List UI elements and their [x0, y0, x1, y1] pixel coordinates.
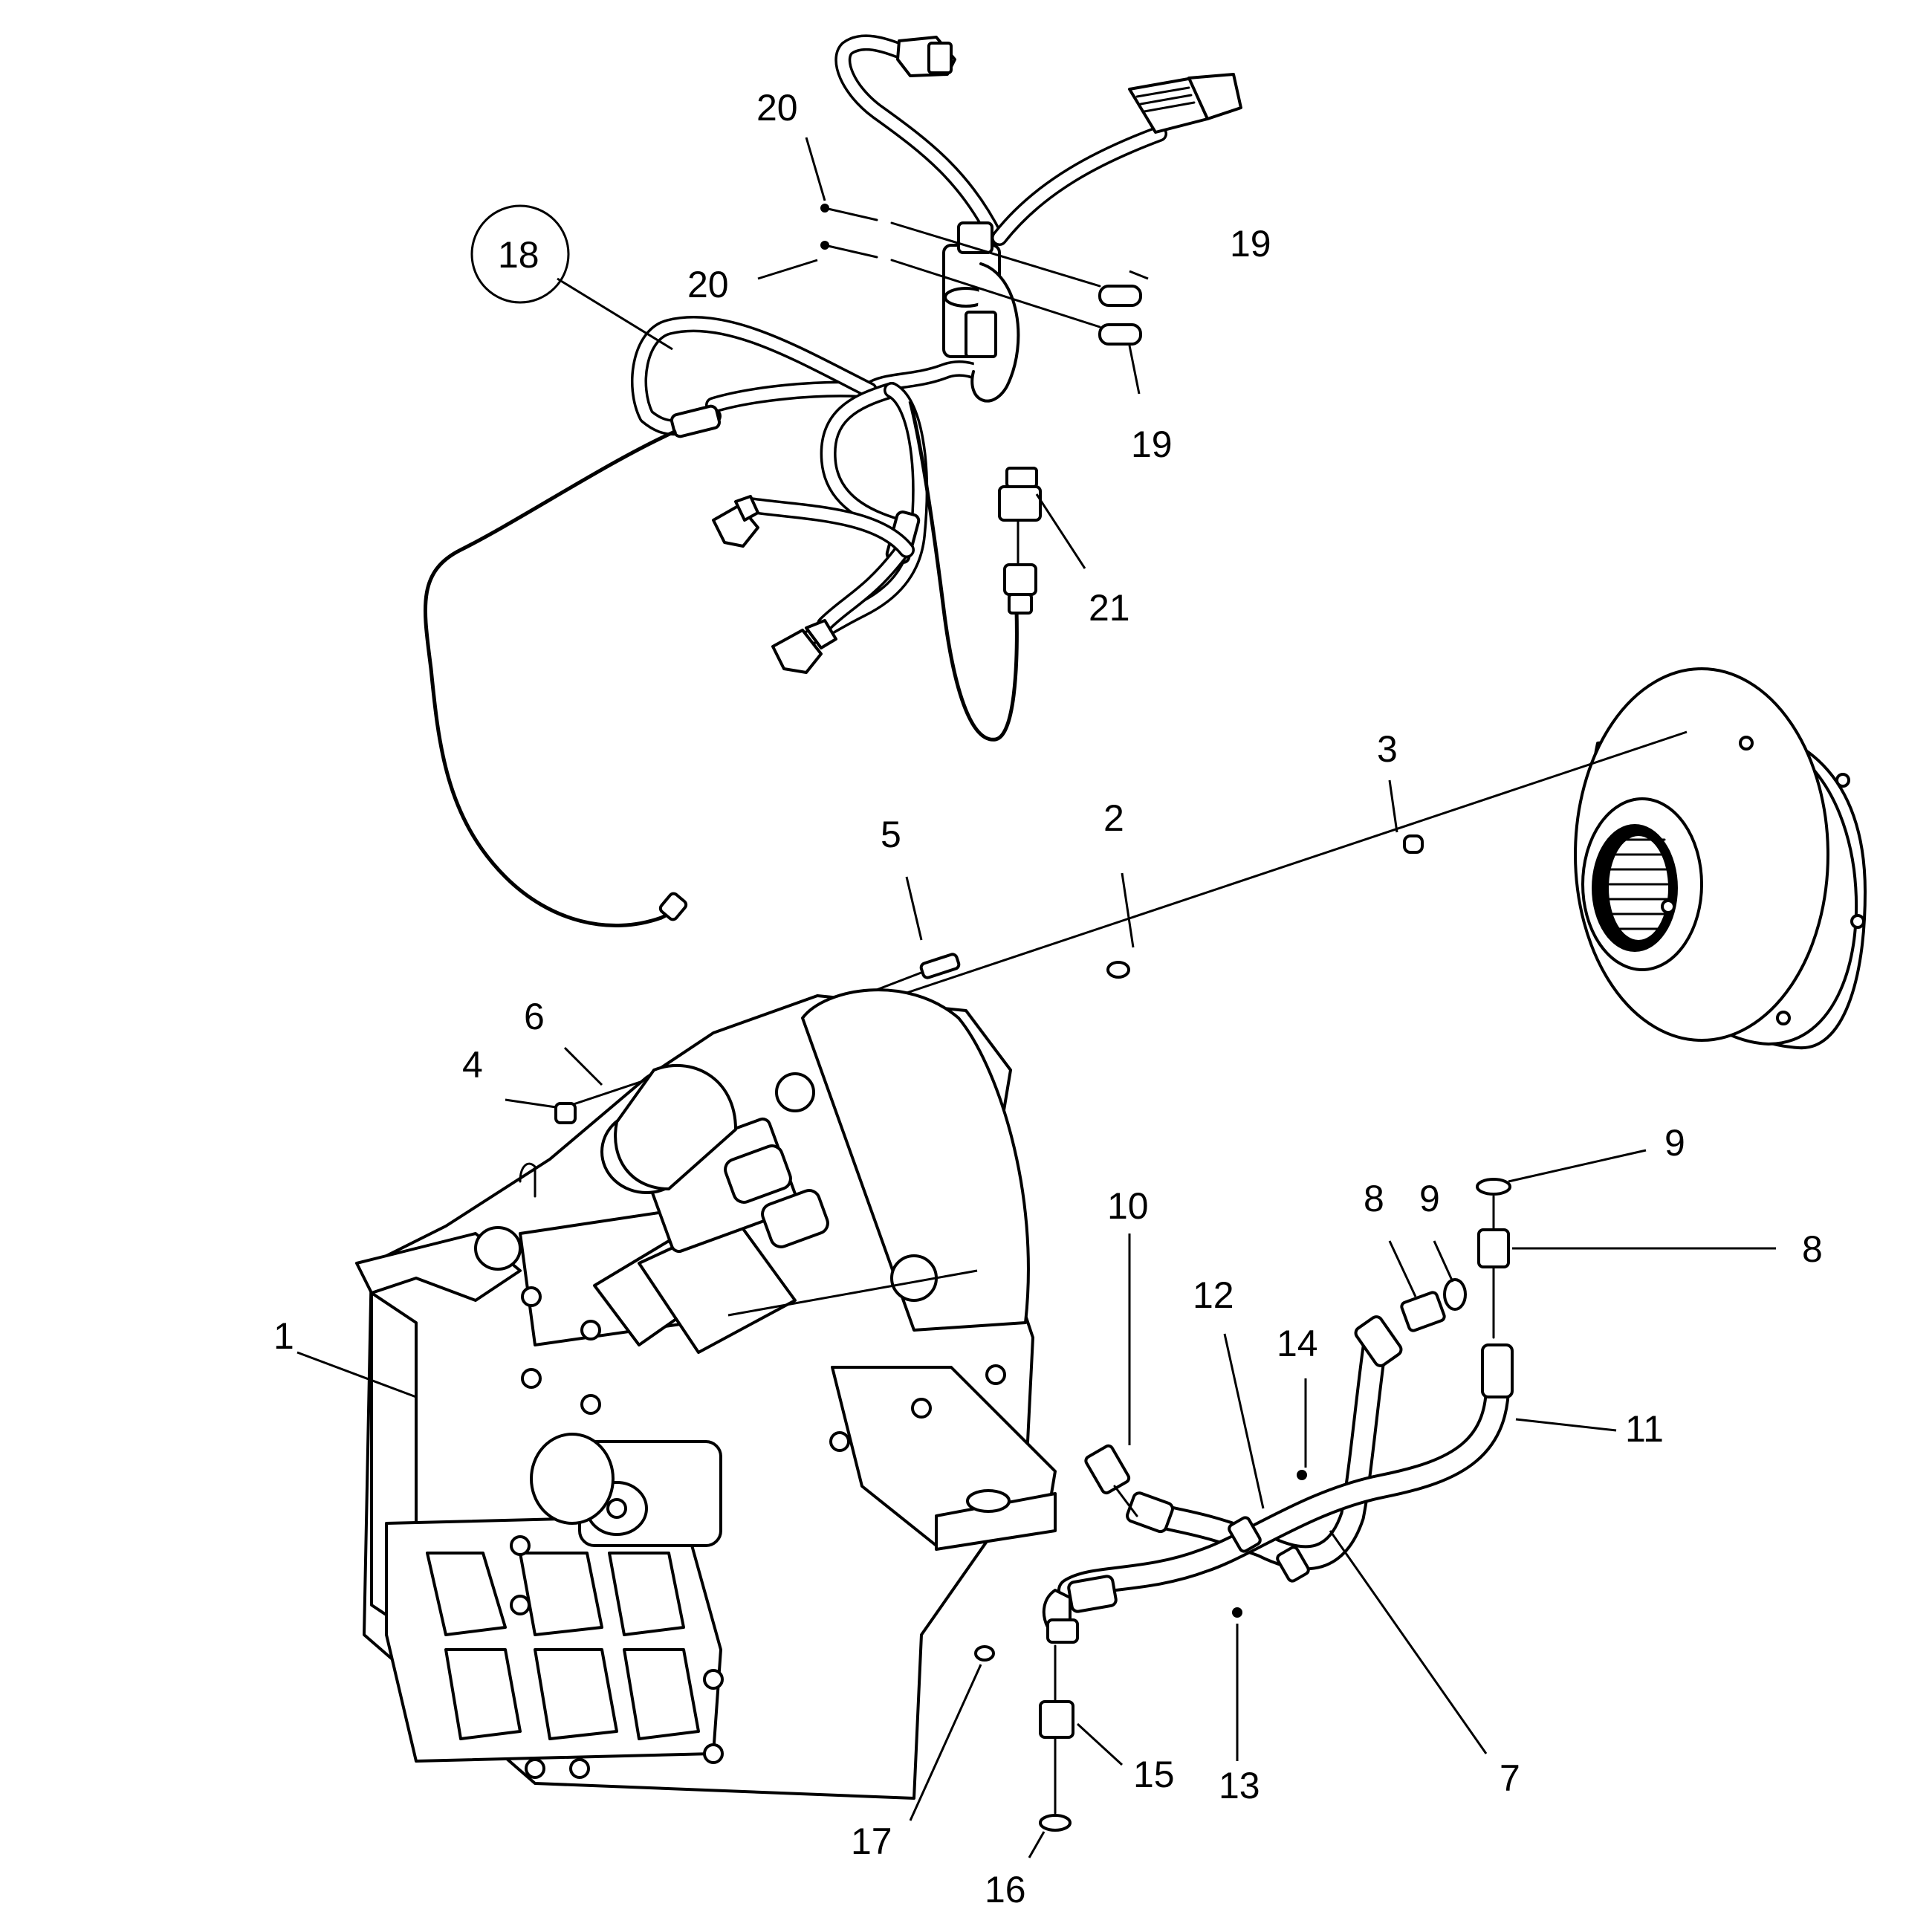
wiring-harness: [423, 34, 1242, 927]
screws-and-spacers: [820, 204, 1142, 346]
callout-labels: 1 2 3 4 5 6 7 8 8 9 9 10 11 12 13 14 15 …: [273, 87, 1823, 1910]
callout-5: 5: [881, 814, 901, 855]
callout-9a: 9: [1419, 1178, 1440, 1219]
oil-hoses: [974, 1178, 1514, 1832]
callout-12: 12: [1193, 1274, 1234, 1316]
callout-20a: 20: [756, 87, 798, 129]
callout-7: 7: [1500, 1757, 1520, 1799]
callout-17: 17: [851, 1821, 892, 1862]
callout-4: 4: [462, 1044, 483, 1086]
callout-10: 10: [1107, 1185, 1149, 1227]
callout-21: 21: [1089, 587, 1130, 629]
callout-16: 16: [985, 1869, 1026, 1910]
callout-11: 11: [1625, 1408, 1664, 1450]
callout-8b: 8: [1802, 1228, 1823, 1270]
callout-13: 13: [1219, 1765, 1260, 1806]
callout-6: 6: [524, 996, 545, 1037]
callout-20b: 20: [687, 264, 729, 305]
leader-lines: [296, 137, 1776, 1858]
callout-3: 3: [1377, 728, 1398, 770]
callout-1: 1: [273, 1315, 294, 1357]
callout-14: 14: [1277, 1323, 1318, 1364]
callout-19b: 19: [1131, 424, 1173, 465]
callout-18: 18: [498, 234, 539, 276]
callout-2: 2: [1103, 797, 1124, 839]
transmission-housing: [355, 988, 1057, 1800]
callout-15: 15: [1133, 1754, 1175, 1795]
callout-9b: 9: [1664, 1122, 1685, 1164]
flywheel-housing: [1574, 667, 1867, 1050]
callout-19a: 19: [1230, 223, 1271, 265]
callout-8a: 8: [1364, 1178, 1384, 1219]
sensor-21: [998, 467, 1042, 615]
